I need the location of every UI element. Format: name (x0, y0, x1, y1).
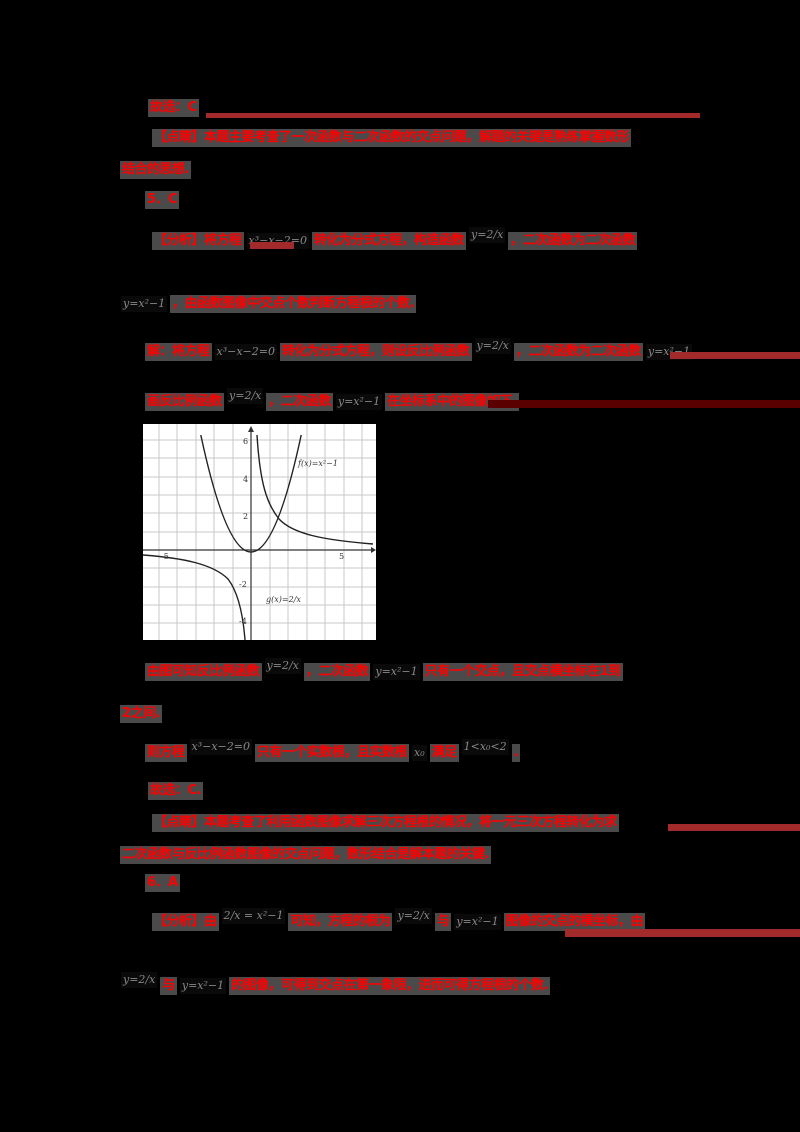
answer-line-2: 故选：C. (148, 781, 203, 801)
analysis-line-2-cont: y=2/x 与 y=x²−1 的图像，可得到交点在第一象限，进而可得方程根的个数… (118, 972, 551, 996)
result-text: 则方程 (145, 744, 187, 762)
highlight-strip (668, 824, 800, 831)
y-tick-2: 2 (243, 512, 248, 521)
answer-text: 故选：C (148, 99, 199, 117)
y-tick-neg4: -4 (239, 617, 247, 626)
result-text: . (511, 744, 521, 762)
g-label: g(x)=2/x (266, 595, 301, 604)
equation: y=2/x (469, 227, 506, 243)
equation: y=2/x (474, 338, 511, 354)
conclusion-text: 只有一个交点，且交点横坐标在1到 (422, 663, 623, 681)
comment-text: 二次函数与反比例函数图像的交点问题，数形结合是解本题的关键. (120, 846, 491, 864)
y-tick-4: 4 (243, 475, 248, 484)
result-text: 只有一个实数根，且实数根 (254, 744, 409, 762)
conclusion-line-cont: 2之间. (120, 704, 162, 724)
divider-strip (206, 113, 700, 118)
result-line: 则方程 x³−x−2=0 只有一个实数根，且实数根 x₀ 满足 1<x₀<2 . (145, 739, 521, 763)
highlight-strip (670, 352, 800, 359)
question-5-answer: 5．C (145, 190, 180, 210)
f-label: f(x)=x²−1 (297, 459, 338, 468)
analysis-text: 图像的交点的横坐标，由 (503, 913, 646, 931)
equation: y=x²−1 (373, 664, 420, 680)
solution-text: 解：将方程 (145, 343, 212, 361)
equation: y=2/x (121, 972, 158, 988)
analysis-text: 的图像，可得到交点在第一象限，进而可得方程根的个数. (229, 977, 551, 995)
question-number: 6．A (145, 874, 180, 892)
analysis-line-cont: y=x²−1 ，由函数图像中交点个数判断方程根的个数. (118, 294, 417, 314)
equation: x₀ (412, 745, 427, 761)
comment-line-cont: 结合的思想. (120, 160, 191, 180)
highlight-strip (565, 929, 800, 937)
solution-text: ，二次函数为二次函数 (513, 343, 643, 361)
analysis-text: 转化为分式方程，构造函数 (311, 232, 466, 250)
analysis-line: 【分析】将方程 x³−x−2=0 转化为分式方程，构造函数 y=2/x ，二次函… (152, 227, 638, 251)
equation: 2/x = x²−1 (221, 908, 286, 924)
answer-line-1: 故选：C (148, 98, 199, 118)
equation: y=2/x (264, 658, 301, 674)
comment-line: 【点睛】本题主要考查了一次函数与二次函数的交点问题，解题的关键是熟练掌握数形 (152, 128, 632, 148)
highlight-strip (488, 400, 800, 408)
equation: y=2/x (395, 908, 432, 924)
equation: y=x²−1 (121, 296, 168, 312)
analysis-text: 与 (434, 913, 452, 931)
question-6-answer: 6．A (145, 873, 180, 893)
solution-line: 解：将方程 x³−x−2=0 转化为分式方程，则设反比例函数 y=2/x ，二次… (145, 338, 695, 362)
x-tick-neg5: -5 (161, 552, 169, 561)
analysis-line-2: 【分析】由 2/x = x²−1 可知，方程的根为 y=2/x 与 y=x²−1… (152, 908, 646, 932)
y-tick-neg2: -2 (239, 580, 247, 589)
solution-text: 在坐标系中的图像如下. (385, 393, 519, 411)
analysis-text: ，由函数图像中交点个数判断方程根的个数. (170, 295, 417, 313)
analysis-text: ，二次函数为二次函数 (508, 232, 638, 250)
solution-text: 转化为分式方程，则设反比例函数 (279, 343, 472, 361)
conclusion-text: ，二次函数 (303, 663, 371, 681)
comment-line-2: 【点睛】本题考查了利用函数图像求解三次方程根的情况，将一元三次方程转化为求 (152, 813, 619, 833)
analysis-text: 【分析】由 (152, 913, 219, 931)
equation: x³−x−2=0 (189, 739, 252, 755)
solution-line-2: 画反比例函数 y=2/x ，二次函数 y=x²−1 在坐标系中的图像如下. (145, 388, 519, 412)
comment-text: 【点睛】本题主要考查了一次函数与二次函数的交点问题，解题的关键是熟练掌握数形 (152, 129, 632, 147)
result-text: 满足 (429, 744, 459, 762)
solution-text: ，二次函数 (266, 393, 333, 411)
answer-text: 故选：C. (148, 782, 203, 800)
equation: y=2/x (227, 388, 264, 404)
conclusion-text: 2之间. (120, 705, 162, 723)
comment-text-cont: 结合的思想. (120, 161, 191, 179)
graph-svg: 6 4 2 -2 -4 -5 5 f(x)=x²−1 g(x)=2/x (143, 424, 376, 640)
function-graph: 6 4 2 -2 -4 -5 5 f(x)=x²−1 g(x)=2/x (143, 424, 376, 640)
comment-line-2-cont: 二次函数与反比例函数图像的交点问题，数形结合是解本题的关键. (120, 845, 491, 865)
equation: x³−x−2=0 (214, 344, 277, 360)
conclusion-text: 由图可知反比例函数 (145, 663, 262, 681)
solution-text: 画反比例函数 (145, 393, 225, 411)
equation: 1<x₀<2 (461, 739, 509, 755)
analysis-text: 与 (160, 977, 177, 995)
y-tick-6: 6 (243, 437, 248, 446)
analysis-text: 可知，方程的根为 (288, 913, 393, 931)
equation: y=x²−1 (179, 978, 227, 994)
conclusion-line: 由图可知反比例函数 y=2/x ，二次函数 y=x²−1 只有一个交点，且交点横… (145, 658, 623, 682)
question-number: 5．C (145, 191, 180, 209)
highlight-strip (250, 242, 294, 249)
equation: y=x²−1 (335, 394, 383, 410)
equation: y=x²−1 (454, 914, 501, 930)
analysis-text: 【分析】将方程 (152, 232, 244, 250)
comment-text: 【点睛】本题考查了利用函数图像求解三次方程根的情况，将一元三次方程转化为求 (152, 814, 619, 832)
x-tick-5: 5 (339, 552, 344, 561)
